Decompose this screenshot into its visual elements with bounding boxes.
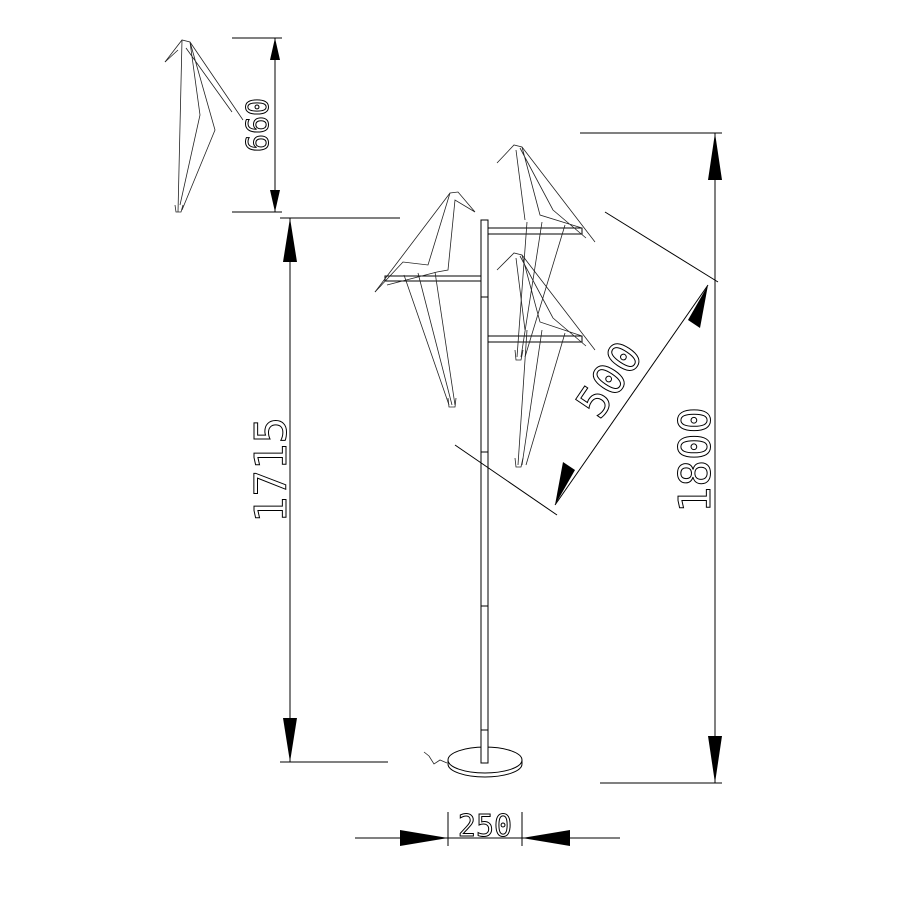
bird-top-right: [496, 144, 596, 361]
bird-left: [374, 191, 476, 408]
dimension-label-1715: 1715: [246, 417, 297, 523]
bird-lower-right: [496, 252, 596, 468]
dimension-660: 660: [232, 37, 282, 213]
lamp-structure: [384, 219, 583, 778]
dimension-label-1800: 1800: [670, 407, 721, 513]
dimension-label-250: 250: [458, 809, 512, 844]
dimension-1800: 1800: [580, 132, 722, 784]
dimension-label-500: 500: [567, 333, 654, 427]
dimension-label-660: 660: [241, 98, 276, 152]
bird-detail: [164, 39, 244, 213]
dimension-250: 250: [355, 809, 620, 846]
dimension-1715: 1715: [246, 217, 400, 763]
